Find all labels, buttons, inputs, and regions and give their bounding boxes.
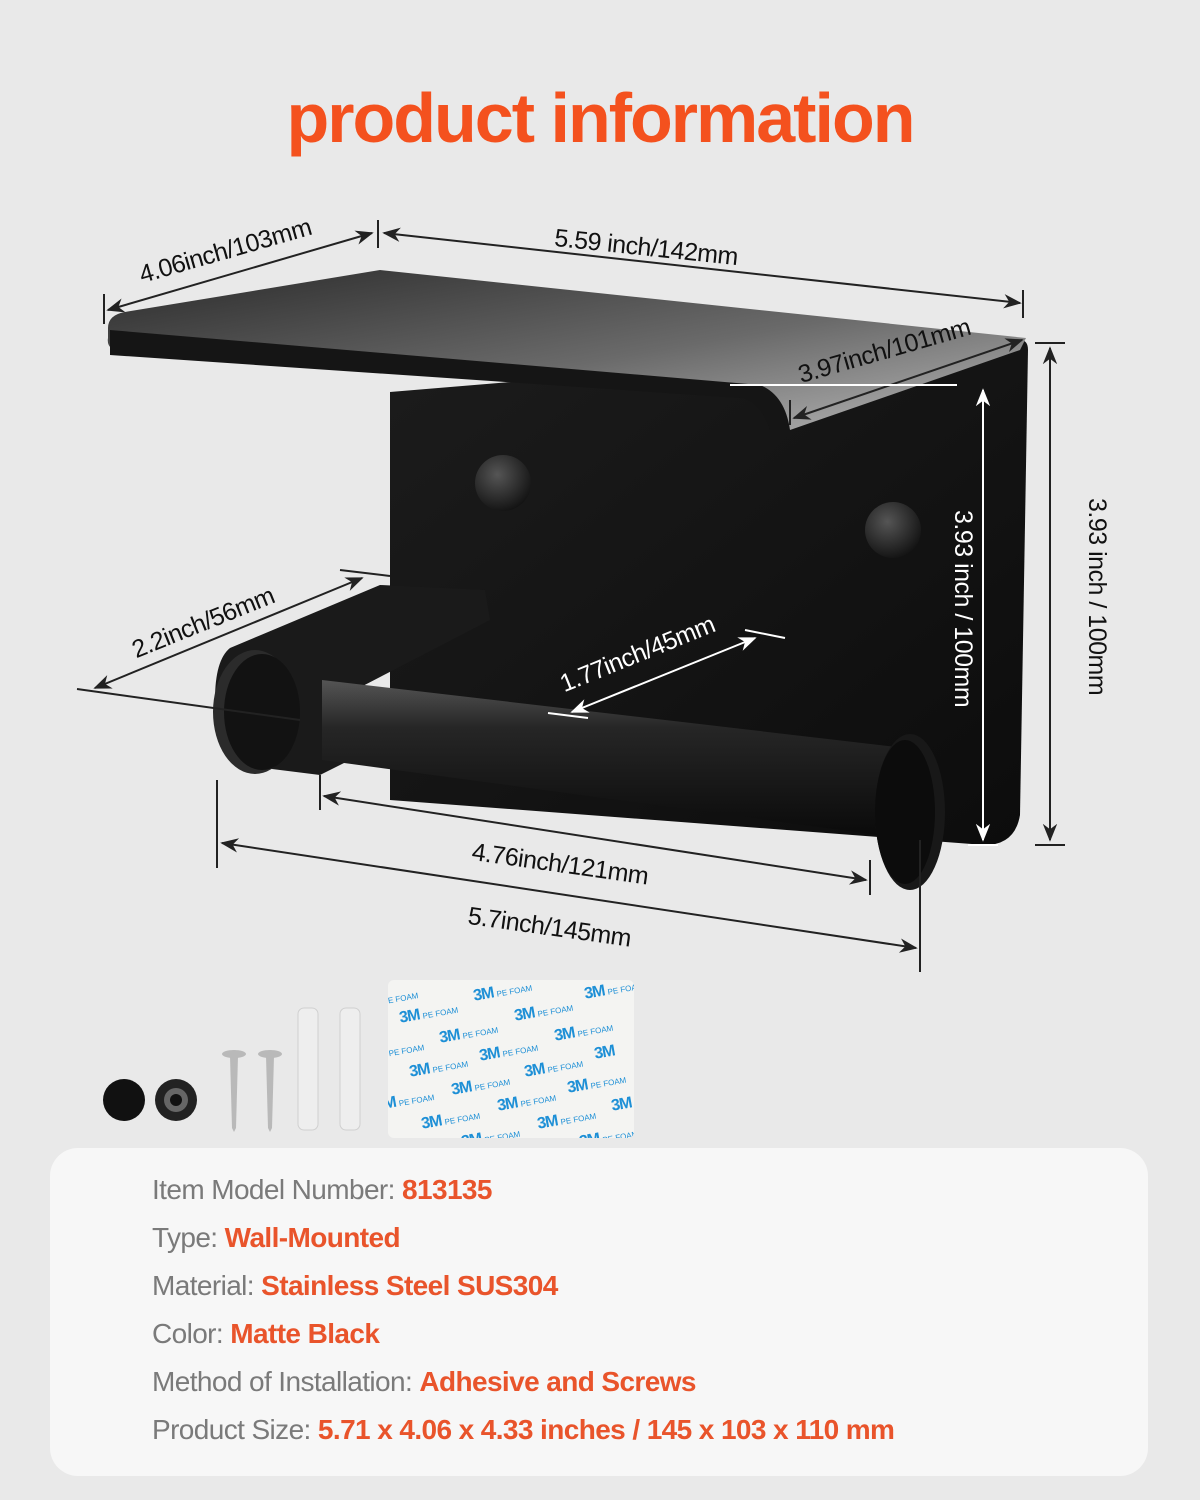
- screw-cap: [475, 455, 531, 511]
- spec-value: 813135: [402, 1174, 492, 1205]
- spec-value: Matte Black: [230, 1318, 380, 1349]
- adhesive-foam-pad: PE FOAM 3MPE FOAM 3MPE FOAM 3MPE FOAM 3M…: [388, 980, 634, 1138]
- wall-anchor-icon: [297, 1007, 361, 1131]
- spec-key: Color:: [152, 1318, 224, 1349]
- spec-value: Stainless Steel SUS304: [261, 1270, 558, 1301]
- screw-icon: [258, 1050, 282, 1132]
- spec-key: Method of Installation:: [152, 1366, 413, 1397]
- product-diagram: [76, 220, 1065, 972]
- page-title: product information: [286, 79, 916, 157]
- spec-key: Material:: [152, 1270, 255, 1301]
- screw-cap: [865, 502, 921, 558]
- spec-key: Item Model Number:: [152, 1174, 395, 1205]
- spec-card: Item Model Number: 813135 Type: Wall-Mou…: [50, 1148, 1148, 1476]
- accessories-row: [103, 1007, 361, 1132]
- dim-plate-height-inner: 3.93 inch / 100mm: [949, 510, 977, 708]
- spec-value: Wall-Mounted: [224, 1222, 401, 1253]
- spec-key: Type:: [152, 1222, 218, 1253]
- spec-row-material: Material: Stainless Steel SUS304: [152, 1270, 558, 1302]
- spec-row-type: Type: Wall-Mounted: [152, 1222, 401, 1254]
- dim-plate-height-outer: 3.93 inch / 100mm: [1083, 498, 1111, 696]
- spec-value: 5.71 x 4.06 x 4.33 inches / 145 x 103 x …: [317, 1414, 895, 1445]
- spec-row-color: Color: Matte Black: [152, 1318, 380, 1350]
- spec-key: Product Size:: [152, 1414, 311, 1445]
- spec-row-size: Product Size: 5.71 x 4.06 x 4.33 inches …: [152, 1414, 895, 1446]
- screw-cap-front-icon: [103, 1079, 145, 1121]
- spec-row-model: Item Model Number: 813135: [152, 1174, 492, 1206]
- screw-icon: [222, 1050, 246, 1132]
- spec-value: Adhesive and Screws: [419, 1366, 696, 1397]
- spec-row-installation: Method of Installation: Adhesive and Scr…: [152, 1366, 696, 1398]
